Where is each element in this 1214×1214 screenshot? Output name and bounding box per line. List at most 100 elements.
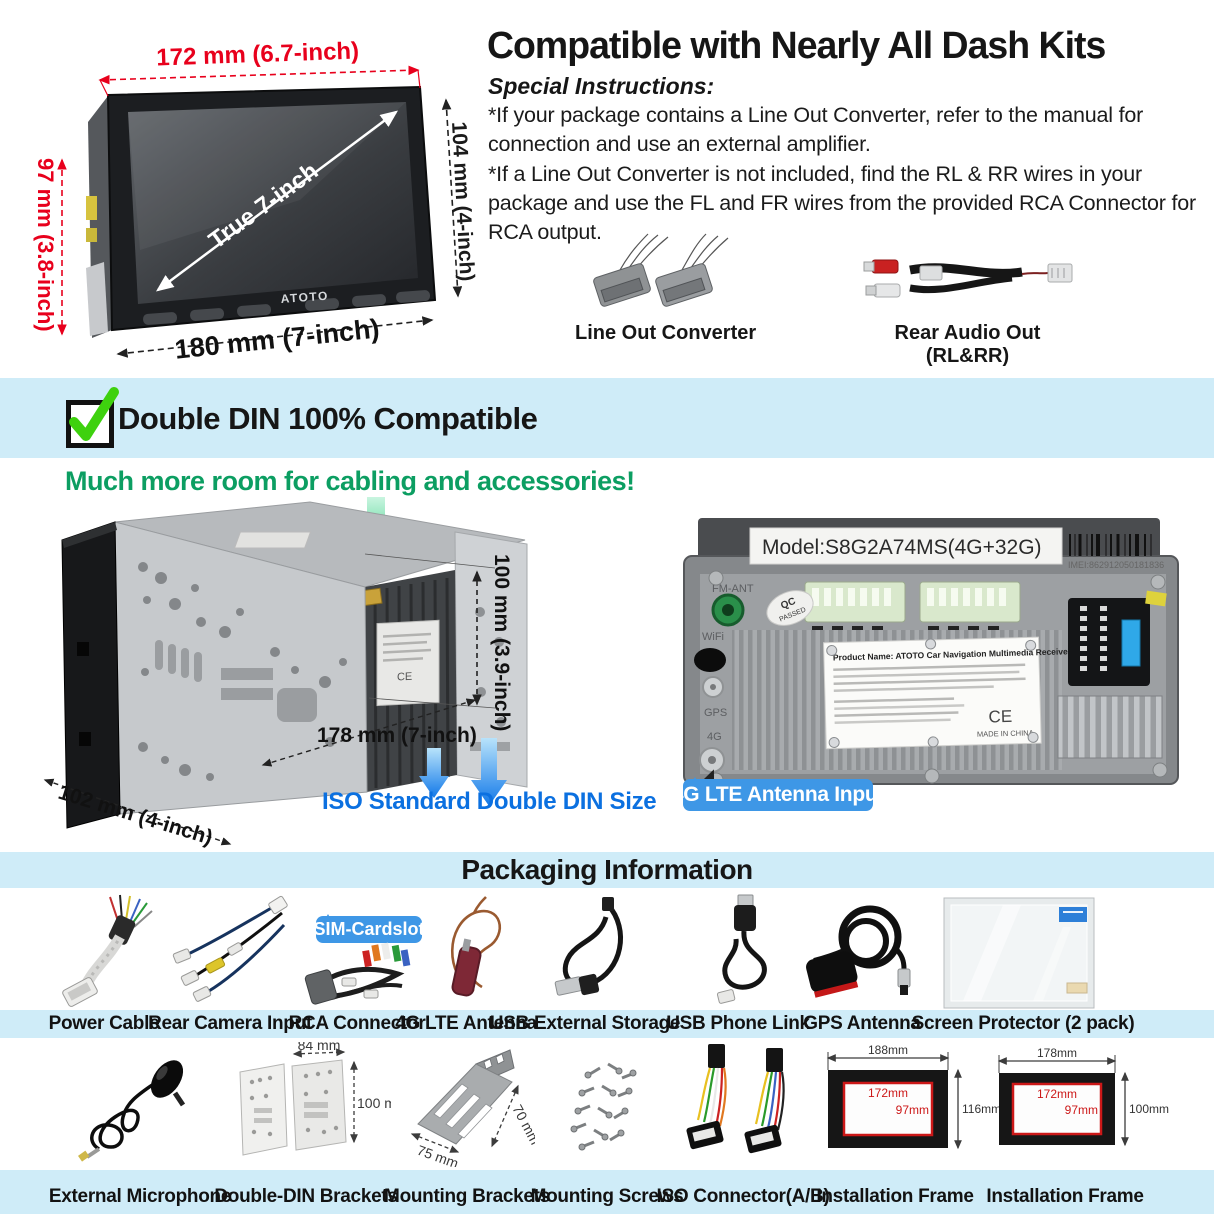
main-io-connector — [1068, 590, 1167, 686]
item-label-usb-phone-link: USB Phone Link — [666, 1013, 810, 1034]
top-dim-arrow — [98, 65, 420, 85]
cage-depth-label: 178 mm (7-inch) — [317, 724, 477, 747]
instruction-paragraph-2: *If a Line Out Converter is not included… — [488, 162, 1197, 244]
left-dim-label: 97 mm (3.8-inch) — [33, 158, 58, 332]
mounting-brackets-icon: 75 mm 70 mm — [410, 1049, 535, 1167]
sim-cardslot-callout: SIM-Cardslot — [314, 914, 425, 943]
frame2-outer-height-label: 100mm — [1129, 1102, 1169, 1116]
frame1-outer-width-label: 188mm — [868, 1043, 908, 1057]
item-label-mounting-screws: Mounting Screws — [530, 1186, 684, 1207]
line-out-converter-label: Line Out Converter — [575, 322, 757, 344]
installation-frame-2-icon: 178mm 172mm 97mm 100mm — [997, 1046, 1169, 1147]
rear-audio-out-label: Rear Audio Out — [894, 322, 1041, 344]
external-microphone-icon — [78, 1060, 186, 1162]
inner-unit-ce-mark: CE — [397, 671, 412, 684]
mounting-screws-icon — [570, 1062, 637, 1151]
top-dim-label: 172 mm (6.7-inch) — [156, 37, 360, 71]
installation-frame-1-icon: 188mm 172mm 97mm 116mm — [826, 1043, 1000, 1150]
item-label-lte-antenna: 4G LTE Antenna — [395, 1013, 537, 1034]
brand-logo: ATOTO — [280, 289, 329, 306]
lte-label: 4G — [707, 731, 722, 743]
din-bracket-width-label: 84 mm — [298, 1042, 341, 1053]
item-label-power-cable: Power Cable — [48, 1013, 160, 1034]
line-out-converter-icon — [593, 233, 729, 307]
cage-front-frame — [61, 521, 121, 829]
item-label-installation-frame-1: Installation Frame — [816, 1186, 974, 1207]
double-din-banner: Double DIN 100% Compatible — [0, 378, 1214, 458]
iso-blue-arrows-icon — [419, 738, 507, 806]
din-bracket-height-label: 100 mm — [357, 1095, 391, 1111]
item-label-installation-frame-2: Installation Frame — [986, 1186, 1144, 1207]
lte-antenna-icon — [451, 896, 502, 997]
rear-camera-input-icon — [172, 895, 288, 1002]
item-label-usb-external-storage: USB External Storage — [489, 1013, 681, 1034]
svg-text:QC: QC — [779, 596, 797, 612]
iso-connector-icon — [686, 1044, 785, 1154]
ce-mark: CE — [988, 707, 1012, 727]
harness-connectors — [804, 581, 1021, 635]
right-dim-arrow — [441, 98, 463, 298]
diagonal-arrow — [155, 110, 399, 292]
item-label-gps-antenna: GPS Antenna — [803, 1013, 921, 1034]
packaging-banner: Packaging Information — [0, 852, 1214, 888]
gps-antenna-icon — [806, 905, 911, 998]
item-label-rear-camera-input: Rear Camera Input — [148, 1013, 312, 1034]
rear-audio-out-icon — [863, 259, 1073, 298]
imei-text: IMEI:862912050181836 — [1068, 560, 1164, 570]
mount-bracket-height-label: 70 mm — [509, 1102, 535, 1147]
mount-bracket-width-label: 75 mm — [415, 1142, 461, 1167]
frame1-inner-height-label: 97mm — [896, 1103, 929, 1117]
head-unit-diagram: ATOTO True 7-inch 172 mm (6.7-inch) 97 m… — [33, 37, 478, 364]
cage-depth-arrow — [261, 698, 477, 767]
iso-harness-b — [744, 1048, 785, 1154]
bottom-dim-arrow — [116, 316, 434, 358]
model-number: Model:S8G2A74MS(4G+32G) — [762, 536, 1042, 559]
cage-width-arrow — [43, 778, 232, 846]
lte-antenna-callout: 4G LTE Antenna Input — [672, 777, 884, 811]
row2-label-strip: External Microphone Double-DIN Brackets … — [0, 1170, 1214, 1214]
special-instructions-label: Special Instructions: — [488, 73, 715, 99]
usb-external-storage-icon — [554, 897, 623, 996]
iso-harness-a — [686, 1044, 727, 1150]
imei-barcode — [1069, 534, 1152, 556]
usb-phone-link-icon — [716, 894, 767, 1004]
item-label-double-din-brackets: Double-DIN Brackets — [214, 1186, 398, 1207]
cage-height-label: 100 mm (3.9-inch) — [490, 554, 513, 731]
frame2-outer-width-label: 178mm — [1037, 1046, 1077, 1060]
double-din-brackets-icon: 84 mm 100 mm — [239, 1042, 391, 1156]
model-plate — [749, 527, 1063, 565]
qc-passed-sticker: QC PASSED — [766, 590, 814, 626]
cage-inner-unit: CE — [353, 570, 457, 792]
iso-standard-label: ISO Standard Double DIN Size — [322, 788, 657, 815]
row1-label-strip: Power Cable Rear Camera Input RCA Connec… — [0, 1010, 1214, 1038]
wifi-label: WiFi — [702, 631, 724, 643]
install-cage-diagram: CE — [43, 501, 528, 850]
item-label-mounting-brackets: Mounting Brackets — [384, 1186, 550, 1207]
check-icon — [69, 387, 119, 441]
power-cable-icon — [62, 894, 153, 1007]
item-label-rca-connector: RCA Connector — [288, 1013, 426, 1034]
made-in-text: MADE IN CHINA — [977, 728, 1034, 738]
frame1-outer-height-label: 116mm — [962, 1102, 1000, 1116]
item-label-external-microphone: External Microphone — [48, 1186, 232, 1207]
page-title: Compatible with Nearly All Dash Kits — [487, 25, 1106, 67]
item-label-iso-connector: ISO Connector(A/B) — [656, 1186, 830, 1207]
rear-unit-diagram: Model:S8G2A74MS(4G+32G) IMEI:86291205018… — [683, 518, 1179, 808]
rear-audio-out-sublabel: (RL&RR) — [925, 345, 1010, 367]
screen-protector-icon — [943, 897, 1095, 1009]
packaging-banner-text: Packaging Information — [461, 854, 753, 885]
gps-label: GPS — [704, 707, 727, 719]
fm-ant-label: FM-ANT — [712, 583, 754, 595]
double-din-banner-text: Double DIN 100% Compatible — [118, 401, 538, 436]
rca-connector-icon — [304, 942, 411, 1005]
right-dim-label: 104 mm (4-inch) — [447, 121, 478, 282]
instruction-paragraph-1: *If your package contains a Line Out Con… — [488, 103, 1144, 156]
room-heading: Much more room for cabling and accessori… — [65, 466, 635, 496]
frame2-inner-width-label: 172mm — [1037, 1087, 1077, 1101]
corrugated-fins — [1057, 695, 1163, 759]
product-label: Product Name: ATOTO Car Navigation Multi… — [823, 636, 1072, 750]
item-label-screen-protector: Screen Protector (2 pack) — [911, 1013, 1135, 1034]
frame1-inner-width-label: 172mm — [868, 1086, 908, 1100]
frame2-inner-height-label: 97mm — [1065, 1103, 1098, 1117]
